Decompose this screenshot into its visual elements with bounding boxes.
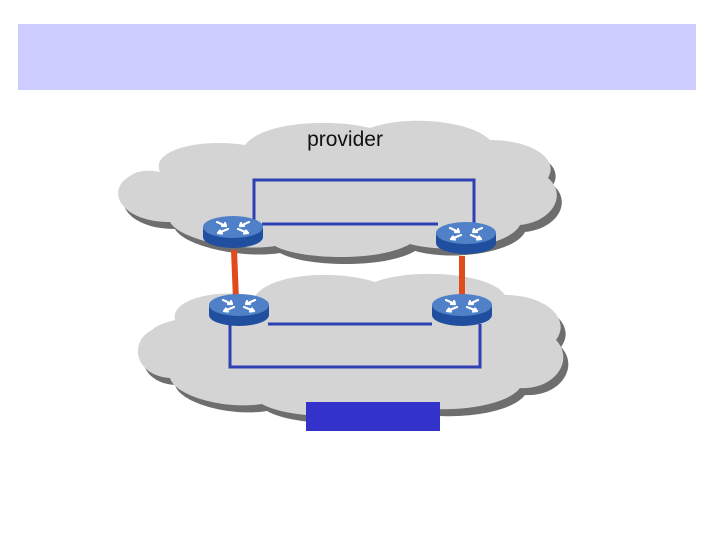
router-icon xyxy=(207,292,271,328)
customer-cloud xyxy=(137,273,569,423)
provider-label: provider xyxy=(307,128,383,151)
provider-internal-link xyxy=(252,178,476,224)
footer-box xyxy=(306,402,440,431)
customer-internal-link xyxy=(228,324,482,369)
left-access-link xyxy=(231,249,239,301)
router-icon xyxy=(430,292,494,328)
router-icon xyxy=(434,220,498,256)
title-bar xyxy=(18,24,696,90)
router-icon xyxy=(201,214,265,250)
